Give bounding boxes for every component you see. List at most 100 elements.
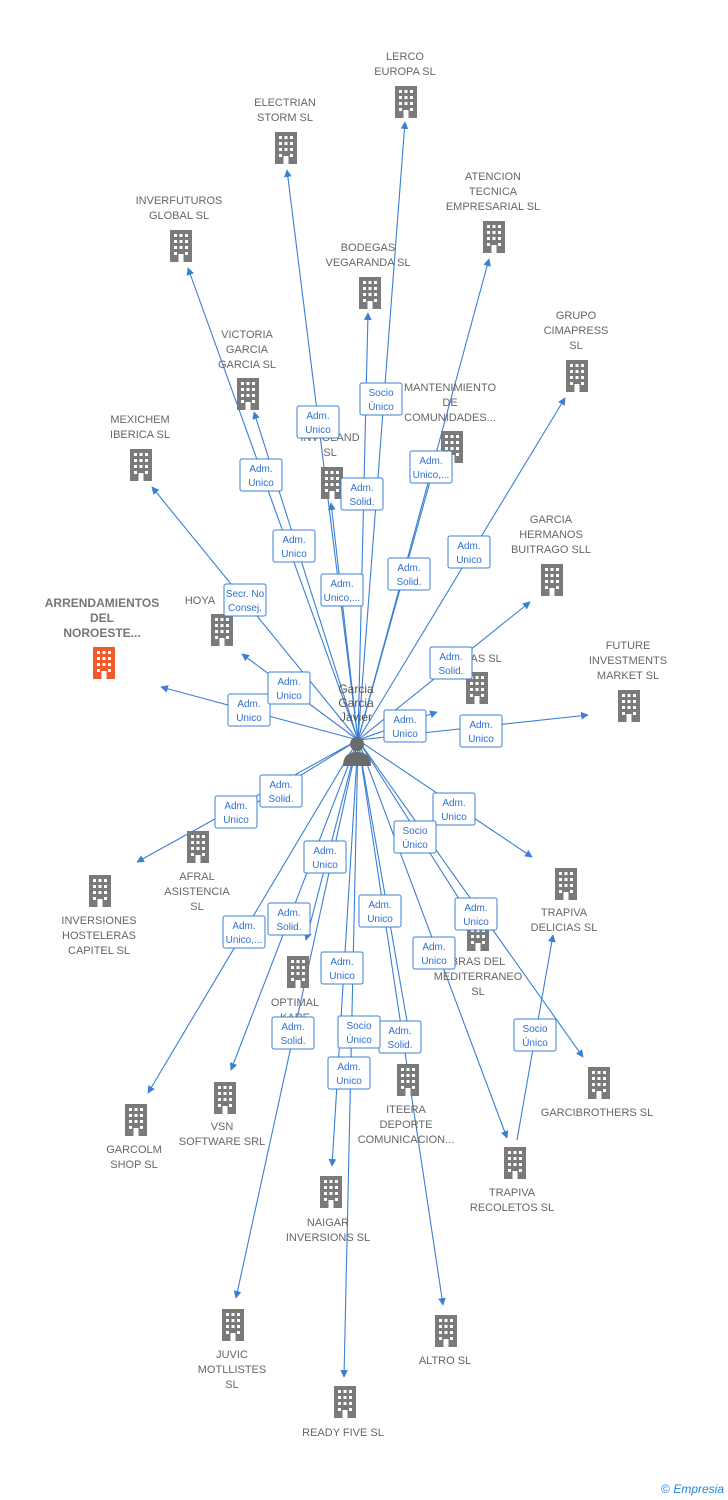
relation-box-afral[interactable]: Adm.Unico [214,795,258,829]
company-name-line: SL [323,447,336,459]
company-name-line: DEL [90,611,114,625]
edge-grupo [357,397,566,741]
relation-text: Unico [441,812,467,823]
relation-box-frame [223,583,267,617]
person-name-line: Garcia [338,696,374,710]
relation-text: Solid. [438,666,463,677]
relation-box-altro[interactable]: Adm.Solid. [378,1020,422,1054]
relation-box-iteera[interactable]: Adm.Unico [358,894,402,928]
relation-text: Unico [456,555,482,566]
relation-box-frame [239,458,283,492]
relation-text: Solid. [276,922,301,933]
relation-box-garciahermanos[interactable]: Adm.Solid. [429,646,473,680]
building-icon [395,86,417,118]
relation-box-trapivarecoletos[interactable]: Adm.Unico [412,936,456,970]
edge-inversoland [327,502,359,741]
relation-box-atencion[interactable]: Adm.Unico,... [320,573,364,607]
relation-box-frame [222,915,266,949]
edge-mantenimiento [357,459,438,741]
company-name-line: GARCIBROTHERS SL [541,1107,653,1119]
relation-box-garcolm[interactable]: Adm.Unico,... [222,915,266,949]
relation-box-optimal[interactable]: Adm.Unico [303,840,347,874]
company-node-iteera[interactable]: ITEERADEPORTECOMUNICACION... [358,1064,455,1146]
company-node-trapivarecoletos[interactable]: TRAPIVA RECOLETOS SL [470,1147,554,1214]
company-node-readyfive[interactable]: READY FIVE SL [302,1386,384,1439]
relation-box-arrendamientos[interactable]: Adm.Unico [227,693,271,727]
relation-box-frame [214,795,258,829]
building-icon [435,1315,457,1347]
company-name-line: VICTORIA [221,329,273,341]
person-icon [343,737,371,766]
relation-text: Adm. [469,720,492,731]
relation-box-frame [327,1056,371,1090]
center-person[interactable]: Garcia Garcia Javier [338,682,374,766]
company-name-line: DEPORTE [380,1119,433,1131]
relation-box-inverfuturos[interactable]: Adm.Unico [239,458,283,492]
company-name-line: MEDITERRANEO [434,971,523,983]
relation-box-grupo[interactable]: Adm.Unico [447,535,491,569]
relation-box-mantenimiento[interactable]: Adm.Solid. [387,557,431,591]
relation-box-llas[interactable]: Adm.Unico [383,709,427,743]
relation-box-frame [432,792,476,826]
relation-text: Unico [312,860,338,871]
company-name-line: RECOLETOS SL [470,1202,554,1214]
relation-box-vsn[interactable]: Adm.Solid. [267,902,311,936]
relation-box-hoya[interactable]: Adm.Unico [267,671,311,705]
building-icon [320,1176,342,1208]
relation-box-trapivadelicias[interactable]: Adm.Unico [432,792,476,826]
relation-box-victoria[interactable]: Adm.Unico [272,529,316,563]
relation-box-frame [409,450,453,484]
relation-text: Adm. [330,579,353,590]
company-node-altro[interactable]: ALTRO SL [419,1315,471,1367]
company-node-hoya[interactable]: HOYA [185,595,233,646]
relation-text: Unico [392,729,418,740]
relation-box-juvic[interactable]: Adm.Solid. [271,1016,315,1050]
relation-text: Secr. No [226,589,265,600]
company-node-arrendamientos[interactable]: ARRENDAMIENTOSDELNOROESTE... [45,596,159,679]
relation-box-garcibrothers[interactable]: Adm.Unico [454,897,498,931]
company-name-line: TRAPIVA [489,1187,536,1199]
copyright-symbol: © [661,1482,670,1496]
relation-text: Adm. [269,780,292,791]
relation-box-naigar[interactable]: Adm.Unico [320,951,364,985]
relation-text: Adm. [350,483,373,494]
relation-box-bodegas[interactable]: Adm.Solid. [340,477,384,511]
company-node-mantenimiento[interactable]: MANTENIMIENTODECOMUNIDADES... [404,382,497,463]
relation-box-inversiones[interactable]: Adm.Solid. [259,774,303,808]
relation-box-electrian[interactable]: Adm.Unico [296,405,340,439]
company-name-line: VEGARANDA SL [326,257,411,269]
company-name-line: BRAS DEL [451,956,505,968]
brand-name[interactable]: Empresia [673,1482,724,1496]
relation-box-extra[interactable]: Adm.Unico [327,1056,371,1090]
company-name-line: GARCIA [530,514,573,526]
building-icon [222,1309,244,1341]
relation-box-frame [303,840,347,874]
relation-box-inversoland[interactable]: Adm.Unico,... [409,450,453,484]
relation-box-future[interactable]: Adm.Unico [459,714,503,748]
company-node-garcibrothers[interactable]: GARCIBROTHERS SL [541,1067,653,1119]
